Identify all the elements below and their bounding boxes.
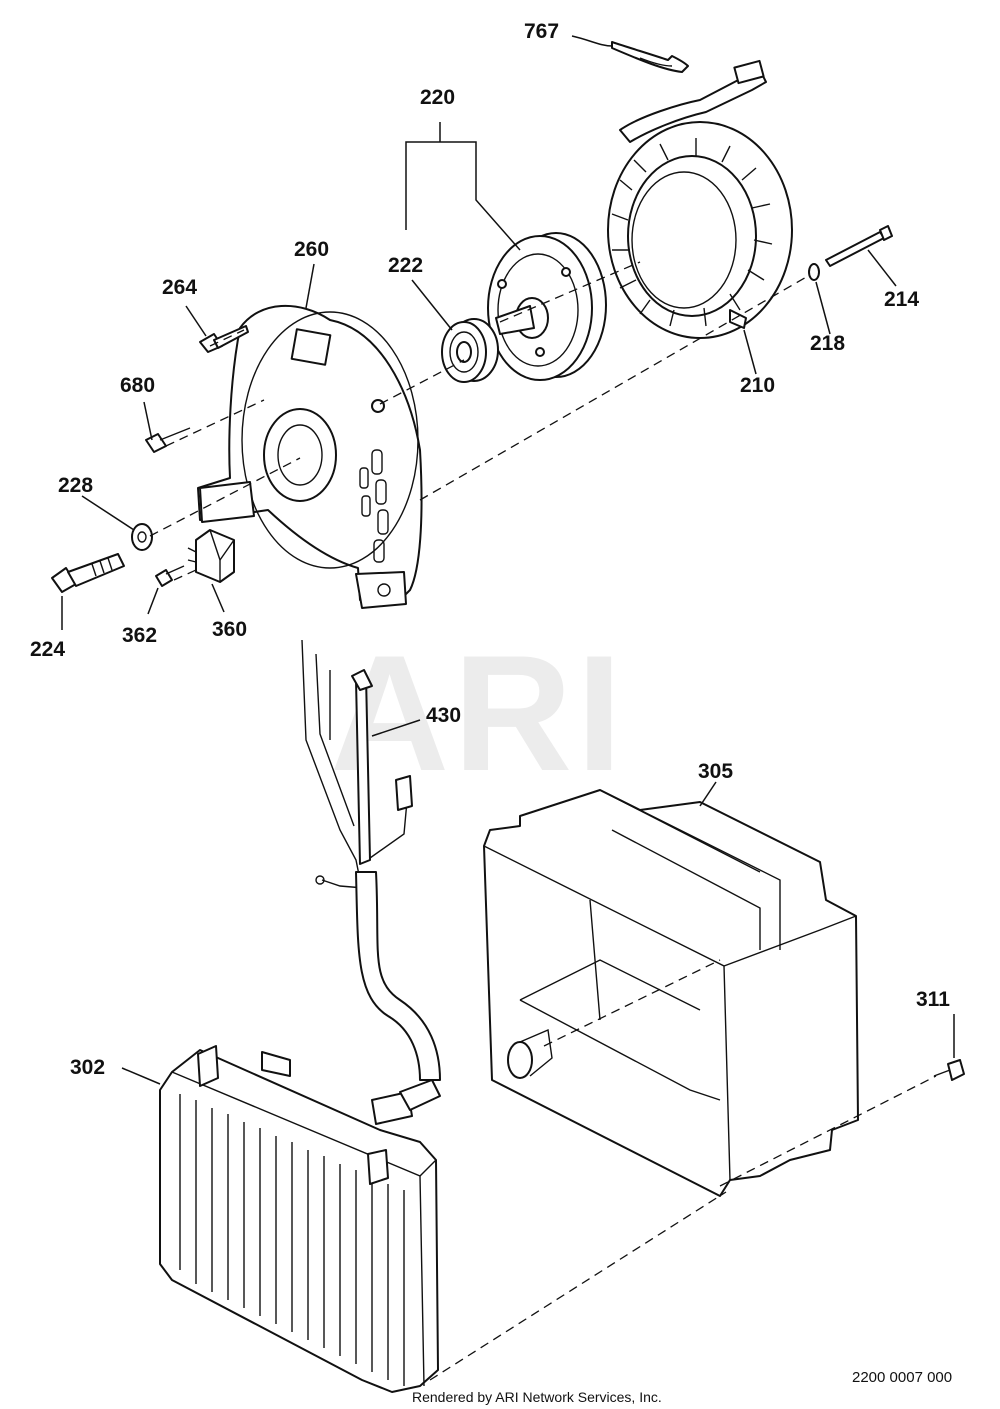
callout-228: 228 (58, 474, 93, 497)
through-bolt-214-part[interactable] (825, 225, 893, 267)
callout-430: 430 (426, 704, 461, 727)
callout-218: 218 (810, 332, 845, 355)
document-number: 2200 0007 000 (852, 1369, 952, 1386)
callout-220: 220 (420, 86, 455, 109)
callout-labels: 767 220 222 260 264 680 228 224 362 360 … (30, 20, 950, 1079)
bolt-224-part[interactable] (51, 553, 125, 593)
wire-harness-part[interactable] (301, 639, 441, 1125)
callout-260: 260 (294, 238, 329, 261)
callout-305: 305 (698, 760, 733, 783)
cable-tie-part[interactable] (611, 41, 689, 73)
callout-214: 214 (884, 288, 919, 311)
callout-362: 362 (122, 624, 157, 647)
screw-680-part[interactable] (145, 427, 191, 453)
callout-224: 224 (30, 638, 65, 661)
callout-264: 264 (162, 276, 197, 299)
assembly-lines (149, 261, 937, 1381)
screw-362-part[interactable] (155, 565, 185, 587)
bearing-part[interactable] (441, 318, 499, 383)
callout-302: 302 (70, 1056, 105, 1079)
callout-222: 222 (388, 254, 423, 277)
callout-210: 210 (740, 374, 775, 397)
callout-680: 680 (120, 374, 155, 397)
stator-part[interactable] (607, 59, 793, 339)
washer-218-part[interactable] (808, 263, 820, 281)
washer-228-part[interactable] (131, 523, 153, 551)
ari-watermark: ARI (330, 621, 626, 805)
callout-360: 360 (212, 618, 247, 641)
rectifier-360-part[interactable] (187, 529, 235, 583)
callout-leaders (61, 35, 955, 1085)
footer-credit: Rendered by ARI Network Services, Inc. (412, 1389, 662, 1405)
callout-767: 767 (524, 20, 559, 43)
screw-311-part[interactable] (933, 1059, 965, 1081)
rotor-part[interactable] (487, 232, 607, 381)
callout-311: 311 (916, 988, 950, 1011)
control-panel-housing-part[interactable] (483, 789, 859, 1197)
end-bracket-part[interactable] (197, 304, 423, 609)
control-panel-302-part[interactable] (159, 1045, 439, 1393)
